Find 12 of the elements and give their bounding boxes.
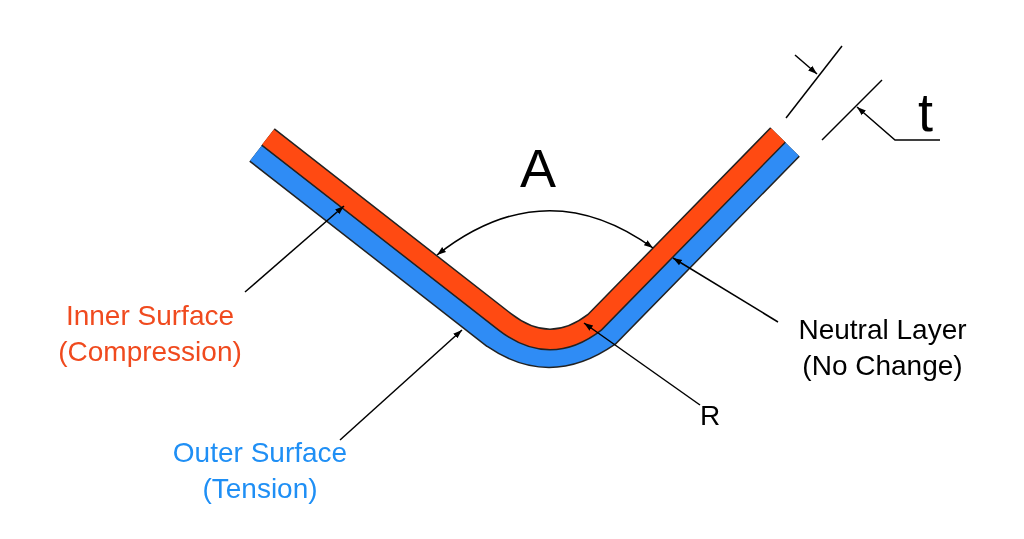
callout-label: R: [690, 398, 730, 434]
dimension-label: A: [520, 138, 557, 198]
callout-label: Inner Surface (Compression): [25, 298, 275, 370]
leader-line: [583, 322, 701, 406]
callout-label: Outer Surface (Tension): [135, 435, 385, 507]
callout-label: Neutral Layer (No Change): [780, 312, 985, 384]
leader-line: [339, 329, 463, 441]
leader-line: [672, 257, 779, 323]
leader-line: [244, 205, 345, 293]
inner-layer-strip: [261, 127, 786, 351]
outer-layer-strip: [249, 141, 800, 368]
dimension-label: t: [918, 82, 933, 142]
